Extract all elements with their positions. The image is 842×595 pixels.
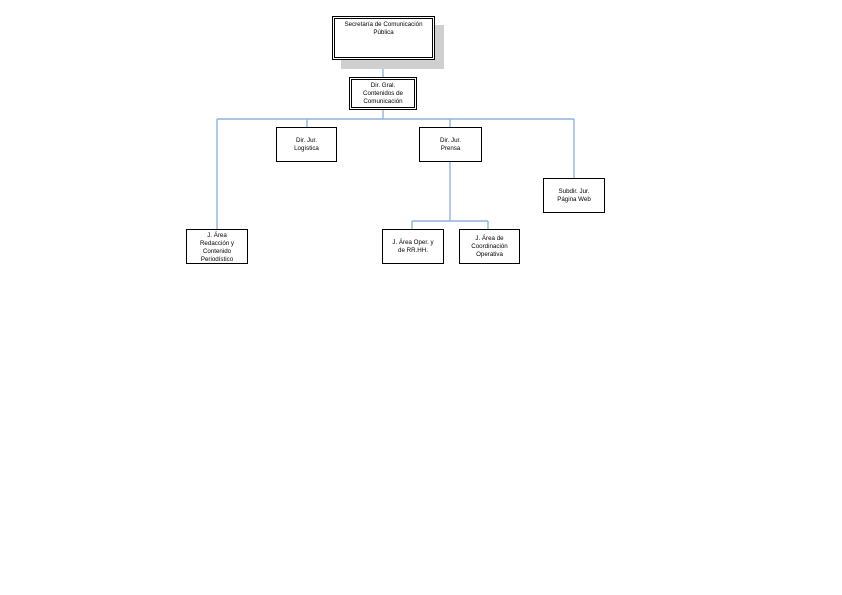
node-label: Subdir. Jur. Página Web bbox=[557, 187, 591, 203]
node-j-area-redaccion: J. Área Redacción y Contenido Periodísti… bbox=[186, 229, 248, 264]
node-label: Dir. Gral. Contenidos de Comunicación bbox=[363, 81, 403, 105]
node-dir-jur-logistica: Dir. Jur. Logística bbox=[276, 127, 337, 162]
node-label: Dir. Jur. Prensa bbox=[440, 136, 461, 152]
node-j-area-coordinacion: J. Área de Coordinación Operativa bbox=[459, 229, 520, 264]
node-dir-jur-prensa: Dir. Jur. Prensa bbox=[419, 127, 482, 162]
node-label: J. Área Redacción y Contenido Periodísti… bbox=[199, 232, 235, 263]
node-label: Dir. Jur. Logística bbox=[294, 136, 319, 152]
node-secretaria: Secretaría de Comunicación Pública bbox=[332, 16, 435, 60]
node-j-area-oper-rrhh: J. Área Oper. y de RR.HH. bbox=[382, 229, 444, 264]
node-label: Secretaría de Comunicación Pública bbox=[344, 21, 423, 36]
node-label: J. Área de Coordinación Operativa bbox=[471, 234, 508, 258]
node-subdir-pagina-web: Subdir. Jur. Página Web bbox=[543, 178, 605, 213]
node-dir-gral: Dir. Gral. Contenidos de Comunicación bbox=[349, 77, 417, 110]
node-label: J. Área Oper. y de RR.HH. bbox=[392, 238, 434, 254]
